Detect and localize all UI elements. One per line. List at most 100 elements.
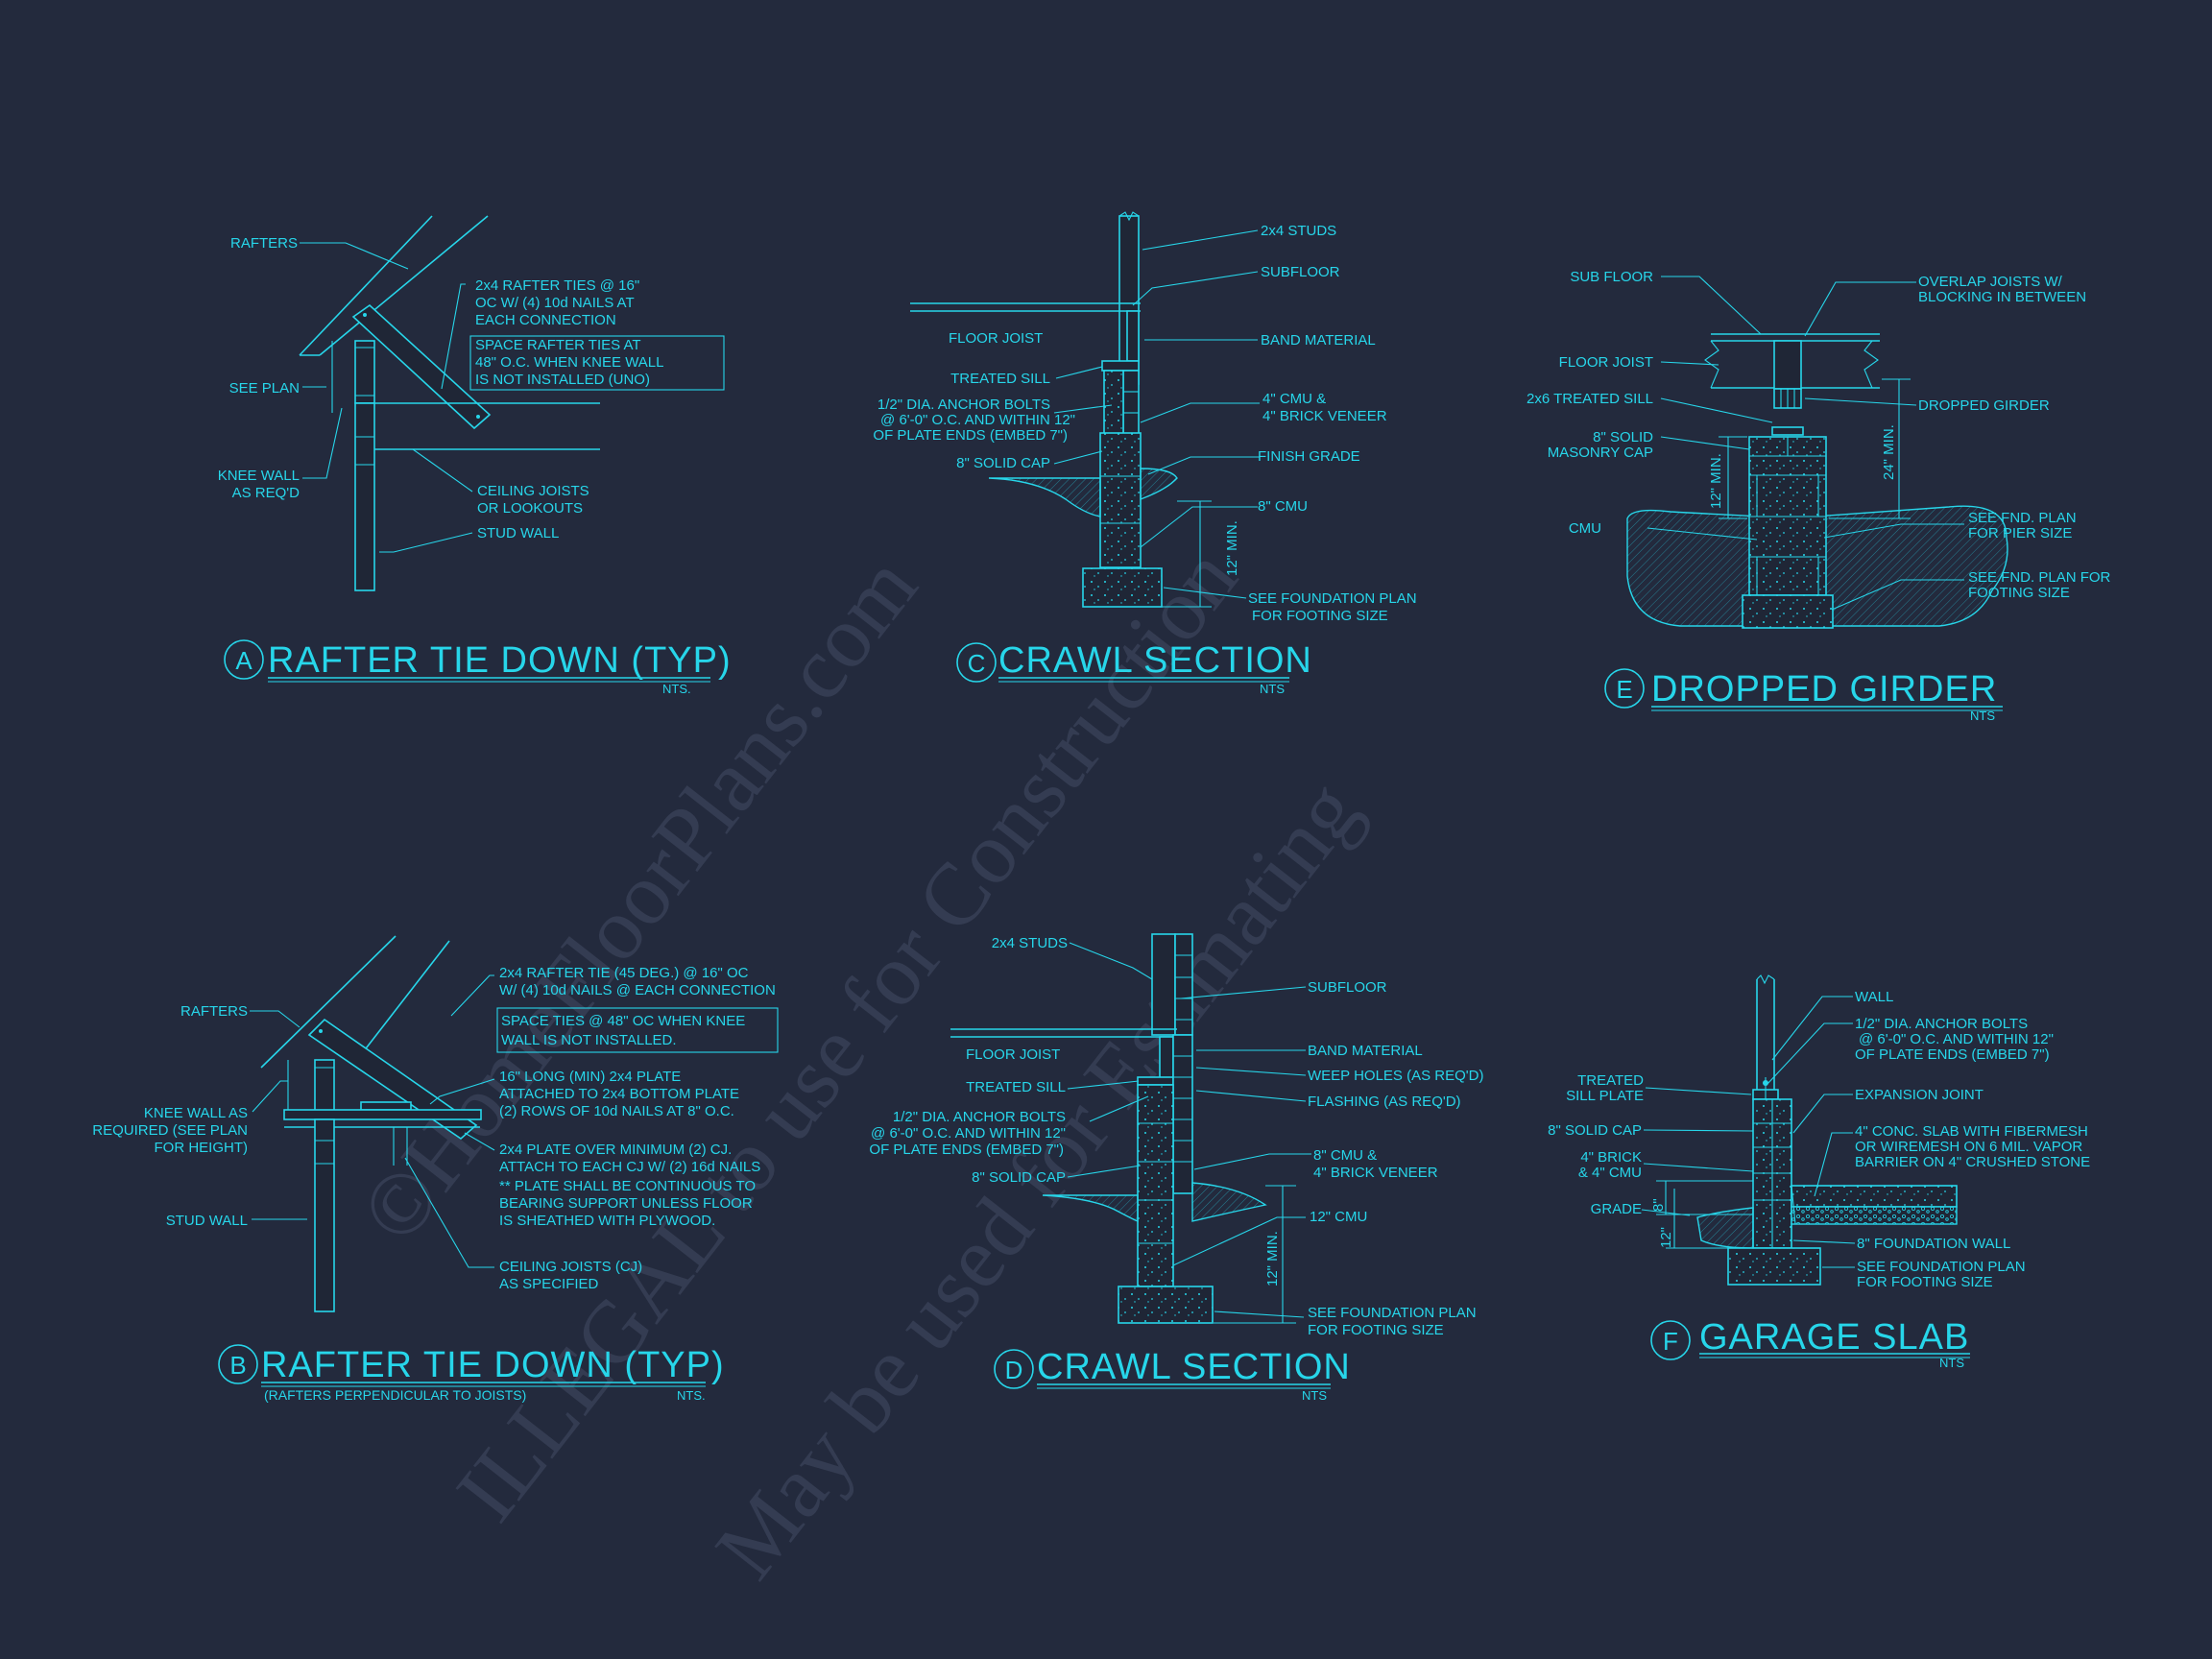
a-label-rafters: RAFTERS [230,235,298,252]
a-label-ties-1: 2x4 RAFTER TIES @ 16" [475,277,639,294]
watermark: ©HomeFloorPlans.com ILLEGAL to use for C… [341,530,1378,1597]
e-label-overlap-2: BLOCKING IN BETWEEN [1918,289,2086,305]
b-label-space-1: SPACE TIES @ 48" OC WHEN KNEE [501,1013,745,1029]
c-label-cmu-1: 4" CMU & [1262,391,1326,407]
f-title: GARAGE SLAB [1699,1317,1969,1358]
d-label-fdn-1: SEE FOUNDATION PLAN [1308,1305,1477,1321]
f-scale: NTS [1939,1356,1964,1370]
c-label-finish-grade: FINISH GRADE [1258,448,1360,465]
f-label-slab-2: OR WIREMESH ON 6 MIL. VAPOR [1855,1139,2082,1155]
detail-a-rafter-tie-down: RAFTERS 2x4 RAFTER TIES @ 16" OC W/ (4) … [218,215,731,696]
c-label-cmu-2: 4" BRICK VENEER [1262,408,1387,424]
b-subtitle: (RAFTERS PERPENDICULAR TO JOISTS) [264,1387,526,1403]
f-label-solid-cap: 8" SOLID CAP [1548,1122,1642,1139]
d-label-subfloor: SUBFLOOR [1308,979,1387,996]
e-label-cap-2: MASONRY CAP [1548,445,1653,461]
f-label-fdn-wall: 8" FOUNDATION WALL [1857,1236,2010,1252]
f-label-anchor-2: @ 6'-0" O.C. AND WITHIN 12" [1859,1031,2054,1047]
e-label-floor-joist: FLOOR JOIST [1559,354,1653,371]
e-label-ftg-1: SEE FND. PLAN FOR [1968,569,2111,586]
b-label-tie-2: W/ (4) 10d NAILS @ EACH CONNECTION [499,982,776,998]
f-label-fdn-2: FOR FOOTING SIZE [1857,1274,1993,1290]
b-label-plate16-1: 16" LONG (MIN) 2x4 PLATE [499,1069,681,1085]
d-label-solid-cap: 8" SOLID CAP [972,1169,1066,1186]
f-label-dim12: 12" [1658,1227,1674,1248]
b-title: RAFTER TIE DOWN (TYP) [261,1345,725,1385]
b-label-plate-4: BEARING SUPPORT UNLESS FLOOR [499,1195,753,1212]
detail-b-rafter-tie-down: RAFTERS 2x4 RAFTER TIE (45 DEG.) @ 16" O… [92,935,779,1403]
c-label-studs: 2x4 STUDS [1261,223,1336,239]
b-label-cj-2: AS SPECIFIED [499,1276,599,1292]
a-label-knee-1: KNEE WALL [218,468,300,484]
b-label-plate16-3: (2) ROWS OF 10d NAILS AT 8" O.C. [499,1103,734,1119]
c-title: CRAWL SECTION [998,640,1312,681]
f-label-sill-1: TREATED [1577,1072,1644,1089]
f-label-anchor-1: 1/2" DIA. ANCHOR BOLTS [1855,1016,2028,1032]
a-label-space-3: IS NOT INSTALLED (UNO) [475,372,650,388]
c-label-min12: 12" MIN. [1224,520,1240,576]
b-label-plate-3: ** PLATE SHALL BE CONTINUOUS TO [499,1178,756,1194]
b-scale: NTS. [677,1388,706,1403]
c-label-fdn-1: SEE FOUNDATION PLAN [1248,590,1417,607]
d-label-studs: 2x4 STUDS [992,935,1068,951]
a-label-see-plan: SEE PLAN [229,380,300,397]
d-label-cmu-1: 8" CMU & [1313,1147,1377,1164]
d-label-cmu12: 12" CMU [1310,1209,1367,1225]
e-label-min24: 24" MIN. [1881,424,1897,480]
c-label-fdn-2: FOR FOOTING SIZE [1252,608,1388,624]
e-label-overlap-1: OVERLAP JOISTS W/ [1918,274,2063,290]
f-label-grade: GRADE [1591,1201,1642,1217]
e-label-treated-sill: 2x6 TREATED SILL [1527,391,1653,407]
d-label-floor-joist: FLOOR JOIST [966,1046,1060,1063]
a-label-stud-wall: STUD WALL [477,525,559,541]
b-label-cj-1: CEILING JOISTS (CJ) [499,1259,642,1275]
f-label-brick-2: & 4" CMU [1578,1165,1642,1181]
d-label-flashing: FLASHING (AS REQ'D) [1308,1094,1461,1110]
b-label-rafters: RAFTERS [180,1003,248,1020]
c-label-cmu8: 8" CMU [1258,498,1308,515]
c-label-anchor-2: @ 6'-0" O.C. AND WITHIN 12" [880,412,1075,428]
e-label-sub-floor: SUB FLOOR [1570,269,1653,285]
detail-e-dropped-girder: SUB FLOOR OVERLAP JOISTS W/ BLOCKING IN … [1527,269,2111,723]
d-label-anchor-3: OF PLATE ENDS (EMBED 7") [869,1142,1064,1158]
c-label-floor-joist: FLOOR JOIST [949,330,1043,347]
a-scale: NTS. [662,682,691,696]
detail-f-garage-slab: WALL 1/2" DIA. ANCHOR BOLTS @ 6'-0" O.C.… [1548,974,2090,1370]
d-label-treated-sill: TREATED SILL [966,1079,1066,1095]
f-label-brick-1: 4" BRICK [1580,1149,1642,1166]
c-label-anchor-3: OF PLATE ENDS (EMBED 7") [873,427,1068,444]
a-label-ties-2: OC W/ (4) 10d NAILS AT [475,295,635,311]
e-scale: NTS [1970,709,1995,723]
e-title: DROPPED GIRDER [1651,669,1997,709]
e-label-pier-2: FOR PIER SIZE [1968,525,2072,541]
d-label-cmu-2: 4" BRICK VENEER [1313,1165,1438,1181]
d-label-band: BAND MATERIAL [1308,1043,1423,1059]
b-label-plate16-2: ATTACHED TO 2x4 BOTTOM PLATE [499,1086,739,1102]
c-label-treated-sill: TREATED SILL [950,371,1050,387]
c-label-subfloor: SUBFLOOR [1261,264,1340,280]
b-label-knee-3: FOR HEIGHT) [155,1140,249,1156]
c-label-anchor-1: 1/2" DIA. ANCHOR BOLTS [878,397,1050,413]
b-title-letter: B [229,1351,246,1380]
b-label-plate-2: ATTACH TO EACH CJ W/ (2) 16d NAILS [499,1159,760,1175]
f-title-letter: F [1663,1327,1678,1356]
f-label-sill-2: SILL PLATE [1566,1088,1644,1104]
c-title-letter: C [968,649,986,678]
a-label-ties-3: EACH CONNECTION [475,312,616,328]
a-label-ceiling-2: OR LOOKOUTS [477,500,583,517]
f-label-fdn-1: SEE FOUNDATION PLAN [1857,1259,2026,1275]
d-title: CRAWL SECTION [1037,1347,1351,1387]
b-label-knee-1: KNEE WALL AS [144,1105,248,1121]
f-label-slab-3: BARRIER ON 4" CRUSHED STONE [1855,1154,2090,1170]
f-label-expansion: EXPANSION JOINT [1855,1087,1984,1103]
f-label-wall: WALL [1855,989,1893,1005]
b-label-space-2: WALL IS NOT INSTALLED. [501,1032,677,1048]
d-label-min12: 12" MIN. [1264,1231,1281,1286]
f-label-slab-1: 4" CONC. SLAB WITH FIBERMESH [1855,1123,2088,1140]
b-label-plate-5: IS SHEATHED WITH PLYWOOD. [499,1213,715,1229]
e-label-ftg-2: FOOTING SIZE [1968,585,2070,601]
a-label-space-1: SPACE RAFTER TIES AT [475,337,641,353]
d-label-anchor-1: 1/2" DIA. ANCHOR BOLTS [893,1109,1066,1125]
a-title-letter: A [235,646,252,675]
